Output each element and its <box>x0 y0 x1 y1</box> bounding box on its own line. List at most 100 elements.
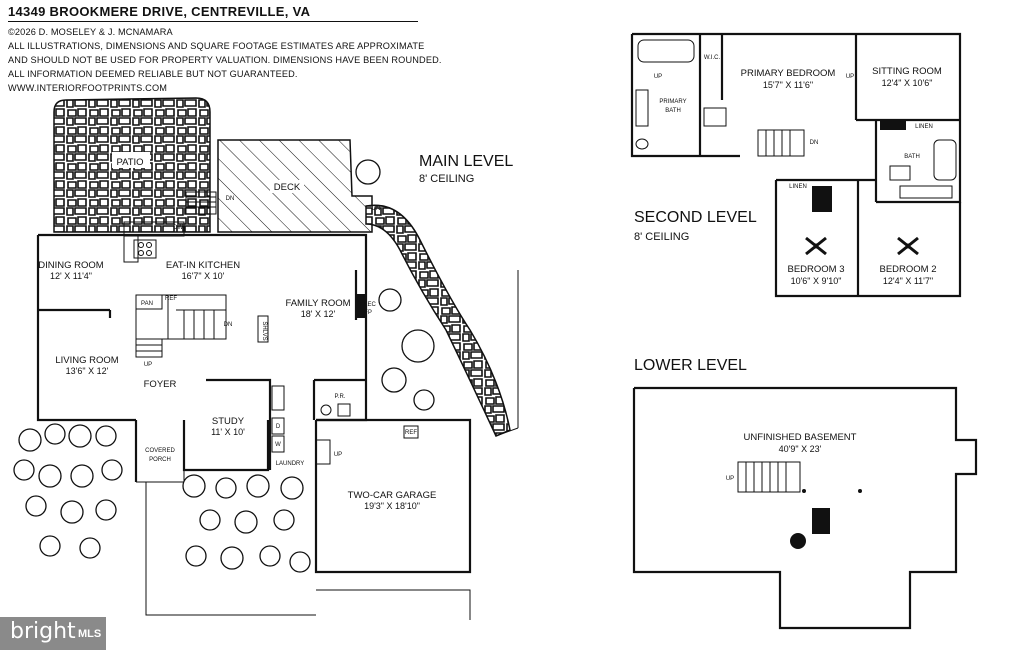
primary-label: PRIMARY <box>659 99 686 105</box>
fp-label: FP <box>364 310 372 316</box>
second-level-ceiling: 8' CEILING <box>634 231 689 243</box>
copyright-line: ©2026 D. MOSELEY & J. MCNAMARA <box>8 27 173 37</box>
linen-label-2: LINEN <box>789 184 807 190</box>
linen-closet-black-2 <box>880 120 906 130</box>
deck-stairs <box>185 191 217 215</box>
second-stair-dn: DN <box>810 140 819 146</box>
basement-label: UNFINISHED BASEMENT <box>744 432 857 443</box>
bedroom-2-dim: 12'4" X 11'7" <box>883 276 933 286</box>
disclaimer-line-3: ALL INFORMATION DEEMED RELIABLE BUT NOT … <box>8 69 298 79</box>
deck-label: DECK <box>274 182 301 193</box>
plan-header: 14349 BROOKMERE DRIVE, CENTREVILLE, VA ©… <box>8 4 442 95</box>
shelves-label: SHLVS <box>261 321 267 340</box>
bedroom-2-label: BEDROOM 2 <box>879 264 936 275</box>
lower-level-title: LOWER LEVEL <box>634 357 747 374</box>
basement-stair-up: UP <box>726 476 734 482</box>
ceiling-fan-bed3 <box>805 236 827 256</box>
basement-water-heater <box>790 533 806 549</box>
header-rule <box>8 21 418 22</box>
hall-bath-label: BATH <box>904 154 920 160</box>
main-staircase <box>135 294 227 358</box>
bright-mls-watermark: bright MLS <box>0 617 106 650</box>
primary-bath-fixtures <box>635 39 727 150</box>
linen-label: LINEN <box>915 124 933 130</box>
basement-stairs <box>737 461 801 493</box>
garage-stair <box>315 439 331 465</box>
second-level: PRIMARY BEDROOM 15'7" X 11'6" SITTING RO… <box>630 32 962 298</box>
porch-outline <box>136 470 185 483</box>
primary-bedroom-label: PRIMARY BEDROOM <box>741 68 836 79</box>
sitting-up: UP <box>846 74 854 80</box>
bedroom-3-dim: 10'6" X 9'10" <box>791 276 842 286</box>
primary-bedroom-dim: 15'7" X 11'6" <box>763 80 813 90</box>
driveway <box>316 589 471 620</box>
pantry-label: PAN <box>141 301 153 307</box>
garage-walls <box>314 418 472 574</box>
bedroom-3-label: BEDROOM 3 <box>787 264 844 275</box>
living-room-label: LIVING ROOM <box>55 355 118 366</box>
fireplace <box>356 294 366 318</box>
family-room-dim: 18' X 12' <box>301 309 336 319</box>
ceiling-fan-bed2 <box>897 236 919 256</box>
property-address: 14349 BROOKMERE DRIVE, CENTREVILLE, VA <box>8 4 311 19</box>
wic-label: W.I.C. <box>704 55 721 61</box>
patio-label-bg <box>112 152 150 168</box>
foyer-label: FOYER <box>144 379 177 390</box>
disclaimer-line-1: ALL ILLUSTRATIONS, DIMENSIONS AND SQUARE… <box>8 41 425 51</box>
garage-label: TWO-CAR GARAGE <box>348 490 437 501</box>
dryer-label: D <box>276 424 281 430</box>
main-stair-dn: DN <box>224 322 233 328</box>
second-level-title: SECOND LEVEL <box>634 209 757 226</box>
living-room-dim: 13'6" X 12' <box>66 366 109 376</box>
study-dim: 11' X 10' <box>211 427 245 437</box>
main-level: PATIO DECK DINING ROOM 12' X 11'4" EAT-I… <box>13 97 519 620</box>
linen-closet-black <box>812 186 832 212</box>
deck-stair-dn: DN <box>226 196 235 202</box>
main-level-title: MAIN LEVEL <box>419 153 513 170</box>
shelves-unit <box>257 315 269 343</box>
second-level-walls <box>630 32 962 298</box>
family-room-label: FAMILY ROOM <box>285 298 350 309</box>
primary-bath-label: BATH <box>665 108 681 114</box>
garage-stair-up: UP <box>334 452 342 458</box>
kitchen-counters <box>123 221 185 263</box>
laundry-label: LAUNDRY <box>276 461 305 467</box>
sitting-room-label: SITTING ROOM <box>872 66 942 77</box>
disclaimer-line-2: AND SHOULD NOT BE USED FOR PROPERTY VALU… <box>8 55 442 65</box>
support-post-2 <box>858 489 862 493</box>
study-label: STUDY <box>212 416 245 427</box>
basement-dim: 40'9" X 23' <box>779 444 822 454</box>
watermark-text: bright <box>10 619 76 644</box>
website-line: WWW.INTERIORFOOTPRINTS.COM <box>8 83 168 93</box>
dining-room-dim: 12' X 11'4" <box>50 271 92 281</box>
patio-label: PATIO <box>116 157 143 168</box>
kitchen-dim: 16'7" X 10' <box>182 271 225 281</box>
lower-level: UNFINISHED BASEMENT 40'9" X 23' UP LOWER… <box>632 357 978 630</box>
hall-bath-fixtures <box>889 139 957 199</box>
basement-equipment <box>812 508 830 534</box>
primary-bath-up: UP <box>654 74 662 80</box>
landscape-shrubs <box>13 159 435 573</box>
stone-walkway <box>365 204 511 437</box>
garage-dim: 19'3" X 18'10" <box>364 501 420 511</box>
main-level-ceiling: 8' CEILING <box>419 173 474 185</box>
kitchen-ref-label: REF <box>165 296 177 302</box>
second-stairs <box>757 129 805 157</box>
sitting-room-dim: 12'4" X 10'6" <box>882 78 933 88</box>
elec-label: ELEC <box>360 302 376 308</box>
dining-room-label: DINING ROOM <box>38 260 104 271</box>
walk-stair-dn: DN <box>372 206 381 212</box>
basement-walls <box>632 386 978 630</box>
powder-room-label: P.R. <box>335 394 346 400</box>
laundry-fixtures <box>271 385 285 453</box>
main-stair-up: UP <box>144 362 152 368</box>
property-line-2 <box>495 427 519 437</box>
kitchen-label: EAT-IN KITCHEN <box>166 260 240 271</box>
support-post-1 <box>802 489 806 493</box>
garage-ref-label: REF <box>405 430 417 436</box>
washer-label: W <box>275 442 281 448</box>
powder-room-fixtures <box>320 403 351 417</box>
porch-label: PORCH <box>149 457 171 463</box>
watermark-mls: MLS <box>78 628 102 640</box>
